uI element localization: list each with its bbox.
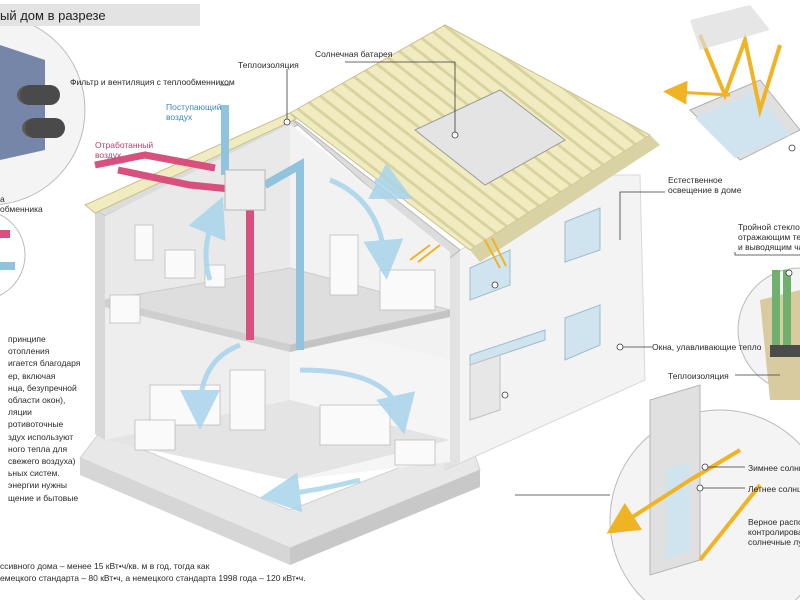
label-summer-sun: Летнее солнц — [748, 484, 800, 494]
left-description-line: области окон), — [8, 395, 66, 406]
glazing-inset — [663, 5, 800, 161]
left-description-line: свежего воздуха) — [8, 456, 76, 467]
bottom-footnote-line: емецкого стандарта – 80 кВт•ч, а немецко… — [0, 573, 306, 584]
label-exchanger-2: обменника — [0, 204, 43, 214]
left-description-line: здух используют — [8, 431, 74, 442]
left-description-line: принципе — [8, 334, 46, 344]
left-description-line: щение и бытовые — [8, 492, 79, 503]
label-triple-glazing-1: Тройной стеклопа — [738, 222, 800, 232]
bottom-footnote-line: ссивного дома – менее 15 кВт•ч/кв. м в г… — [0, 561, 210, 571]
label-insulation-side: Теплоизоляция — [668, 371, 729, 381]
label-incoming-air-1: Поступающий — [166, 102, 222, 112]
sun-angle-inset — [606, 384, 800, 605]
title-bar: ый дом в разрезе — [0, 4, 200, 26]
wall-section-inset — [737, 267, 800, 400]
label-triple-glazing-2: отражающим тепл — [738, 232, 800, 242]
left-description-line: нца, безупречной — [8, 382, 77, 393]
label-insulation-roof: Теплоизоляция — [238, 60, 299, 70]
label-correct-1: Верное распол — [748, 517, 800, 527]
left-description-line: ротивоточные — [8, 419, 64, 430]
leader-lines — [220, 61, 800, 496]
bottom-footnote: ссивного дома – менее 15 кВт•ч/кв. м в г… — [0, 560, 306, 584]
label-natural-light-1: Естественное — [668, 175, 723, 185]
label-exhaust-air-1: Отработанный — [95, 140, 154, 150]
exchanger-inset — [0, 214, 26, 296]
label-windows-heat: Окна, улавливающие тепло — [652, 342, 762, 352]
label-exchanger-1: а — [0, 194, 5, 204]
label-triple-glazing-3: и выводящим час — [738, 242, 800, 252]
left-description-line: отопления — [8, 346, 50, 357]
airflow-arrows — [180, 163, 416, 513]
left-description-line: ер, включая — [8, 370, 56, 381]
attic-sun-rays — [409, 237, 507, 269]
label-correct-2: контролироват — [748, 527, 800, 537]
left-description-line: игается благодаря — [8, 358, 81, 369]
ventilation-ducts — [94, 105, 304, 350]
label-incoming-air-2: воздух — [166, 112, 193, 122]
label-correct-3: солнечные луч — [748, 537, 800, 547]
label-dots — [283, 118, 796, 492]
solar-panel — [414, 89, 566, 186]
ground-slab — [79, 431, 481, 565]
label-solar-panel: Солнечная батарея — [315, 49, 393, 59]
label-filter-ventilation: Фильтр и вентиляция с теплообменником — [70, 77, 235, 87]
vent-unit-inset — [0, 15, 86, 205]
label-winter-sun: Зимнее солнц — [748, 463, 800, 473]
label-exhaust-air-2: воздух — [95, 150, 122, 160]
left-description-line: ляции — [8, 407, 32, 418]
page-title: ый дом в разрезе — [0, 8, 106, 23]
left-description-line: энергии нужны — [8, 480, 67, 491]
right-windows — [469, 207, 601, 421]
left-description-line: ьных систем. — [8, 468, 60, 479]
left-description-line: ного тепла для — [8, 443, 68, 454]
label-natural-light-2: освещение в доме — [668, 185, 742, 195]
